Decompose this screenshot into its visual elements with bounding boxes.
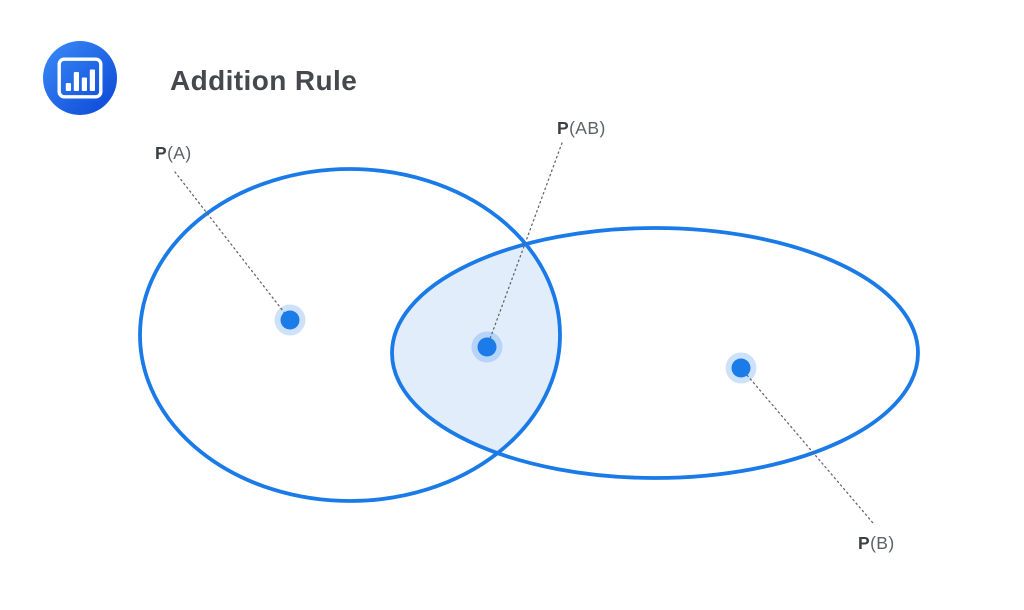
label-p-of-a-set: (A) [167, 143, 192, 163]
bar-chart-icon [57, 57, 103, 99]
label-p-of-ab-set: (AB) [569, 118, 606, 138]
label-p-of-ab-symbol: P [557, 118, 570, 138]
label-p-of-b-set: (B) [870, 533, 895, 553]
label-p-of-a-symbol: P [155, 143, 168, 163]
label-p-of-a: P(A) [155, 143, 192, 163]
logo-badge [43, 41, 117, 115]
label-p-of-ab: P(AB) [557, 118, 606, 138]
label-p-of-b: P(B) [858, 533, 895, 553]
page-title: Addition Rule [170, 65, 358, 96]
label-p-of-b-symbol: P [858, 533, 871, 553]
